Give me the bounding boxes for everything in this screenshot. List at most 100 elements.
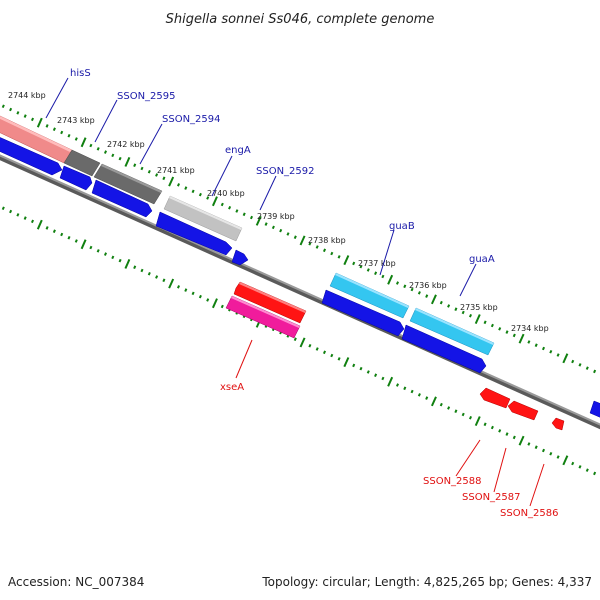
scale-tick [162, 278, 166, 283]
scale-tick [454, 409, 458, 413]
scale-tick [505, 330, 509, 334]
cds-arrow[interactable] [0, 133, 63, 176]
scale-tick [403, 386, 407, 391]
scale-tick [1, 206, 5, 211]
gene-engA[interactable] [163, 195, 243, 242]
gene-ring-inner [225, 281, 565, 431]
scale-tick [279, 228, 283, 233]
gene-ring-outer [0, 115, 495, 356]
scale-tick [578, 363, 582, 367]
scale-tick [140, 268, 144, 273]
scale-tick [505, 432, 509, 436]
scale-tick [534, 343, 538, 347]
scale-tick [162, 176, 166, 181]
cds-arrow[interactable] [59, 165, 93, 191]
scale-tick [330, 353, 334, 358]
scale-tick [23, 114, 27, 118]
kbp-tick-label: 2739 kbp [257, 212, 295, 221]
cds-arrow[interactable] [589, 400, 600, 419]
scale-tick [374, 271, 378, 275]
scale-tick [60, 130, 64, 135]
gene-sson-2586[interactable] [551, 417, 565, 431]
scale-tick [425, 396, 429, 400]
scale-tick [74, 239, 78, 243]
gene-label-sson-2595[interactable]: SSON_2595 [117, 91, 176, 102]
scale-tick [343, 357, 350, 368]
gene-label-sson-2586[interactable]: SSON_2586 [500, 508, 559, 519]
scale-tick [191, 189, 195, 194]
scale-tick [461, 310, 465, 315]
scale-tick [211, 196, 218, 207]
scale-tick [23, 216, 27, 220]
scale-tick [264, 222, 268, 226]
scale-tick [9, 209, 13, 214]
scale-tick [417, 291, 421, 295]
gene-sson-2595[interactable] [63, 149, 101, 177]
scale-tick [96, 249, 100, 253]
gene-labels: hisS SSON_2595 SSON_2594 engA SSON_2592 … [70, 68, 559, 519]
gene-label-xseA[interactable]: xseA [220, 382, 244, 393]
cds-reverse-arrow[interactable] [233, 281, 307, 324]
scale-tick [359, 264, 363, 269]
scale-tick [322, 248, 327, 253]
gene-label-guaB[interactable]: guaB [389, 221, 415, 232]
scale-tick [89, 245, 93, 250]
scale-tick [585, 468, 589, 472]
scale-tick [211, 298, 218, 309]
gene-label-sson-2592[interactable]: SSON_2592 [256, 166, 315, 177]
scale-tick [67, 235, 71, 240]
scale-tick [52, 229, 56, 233]
scale-tick [483, 320, 487, 325]
gene-label-sson-2588[interactable]: SSON_2588 [423, 476, 482, 487]
topology-text: Topology: circular; Length: 4,825,265 bp… [261, 575, 592, 589]
cds-arrow[interactable] [231, 249, 249, 266]
gene-xseA[interactable] [225, 295, 301, 339]
scale-tick [585, 366, 589, 370]
scale-tick [439, 402, 443, 407]
cds-arrow[interactable] [155, 211, 233, 256]
scale-tick [30, 219, 35, 224]
gene-sson-2588[interactable] [479, 387, 511, 409]
accession-text: Accession: NC_007384 [8, 575, 144, 589]
scale-tick [299, 337, 306, 348]
scale-tick [198, 192, 202, 197]
scale-tick [293, 235, 297, 239]
scale-tick [118, 156, 122, 161]
scale-tick [235, 209, 239, 213]
gene-label-engA[interactable]: engA [225, 145, 251, 156]
scale-tick [147, 169, 151, 174]
scale-tick [562, 353, 569, 364]
gene-label-guaA[interactable]: guaA [469, 254, 495, 265]
scale-tick [315, 245, 319, 249]
scale-tick [366, 370, 370, 374]
gene-label-leaders [45, 77, 545, 507]
scale-tick [490, 323, 494, 328]
cds-arrow[interactable] [321, 289, 405, 337]
scale-tick [410, 287, 414, 292]
scale-tick [176, 285, 181, 289]
scale-tick [147, 271, 151, 276]
gene-label-sson-2594[interactable]: SSON_2594 [162, 114, 221, 125]
scale-tick [74, 137, 78, 141]
gene-label-hisS[interactable]: hisS [70, 68, 91, 79]
scale-tick [512, 435, 516, 440]
scale-tick [255, 215, 262, 226]
scale-tick [483, 422, 487, 427]
scale-tick [191, 291, 195, 296]
scale-tick [322, 350, 327, 355]
kbp-scale: 2744 kbp 2743 kbp 2742 kbp 2741 kbp 2740… [8, 91, 549, 333]
scale-tick [571, 359, 575, 364]
cds-arrow[interactable] [401, 324, 487, 374]
scale-tick [111, 153, 115, 158]
scale-tick [498, 327, 502, 331]
scale-tick [512, 333, 516, 338]
scale-tick [220, 304, 224, 309]
cds-arrow[interactable] [91, 179, 153, 218]
scale-tick [430, 396, 437, 407]
scale-tick [155, 275, 159, 279]
gene-label-sson-2587[interactable]: SSON_2587 [462, 492, 521, 503]
gene-sson-2587[interactable] [507, 400, 539, 421]
scale-tick [387, 376, 394, 387]
